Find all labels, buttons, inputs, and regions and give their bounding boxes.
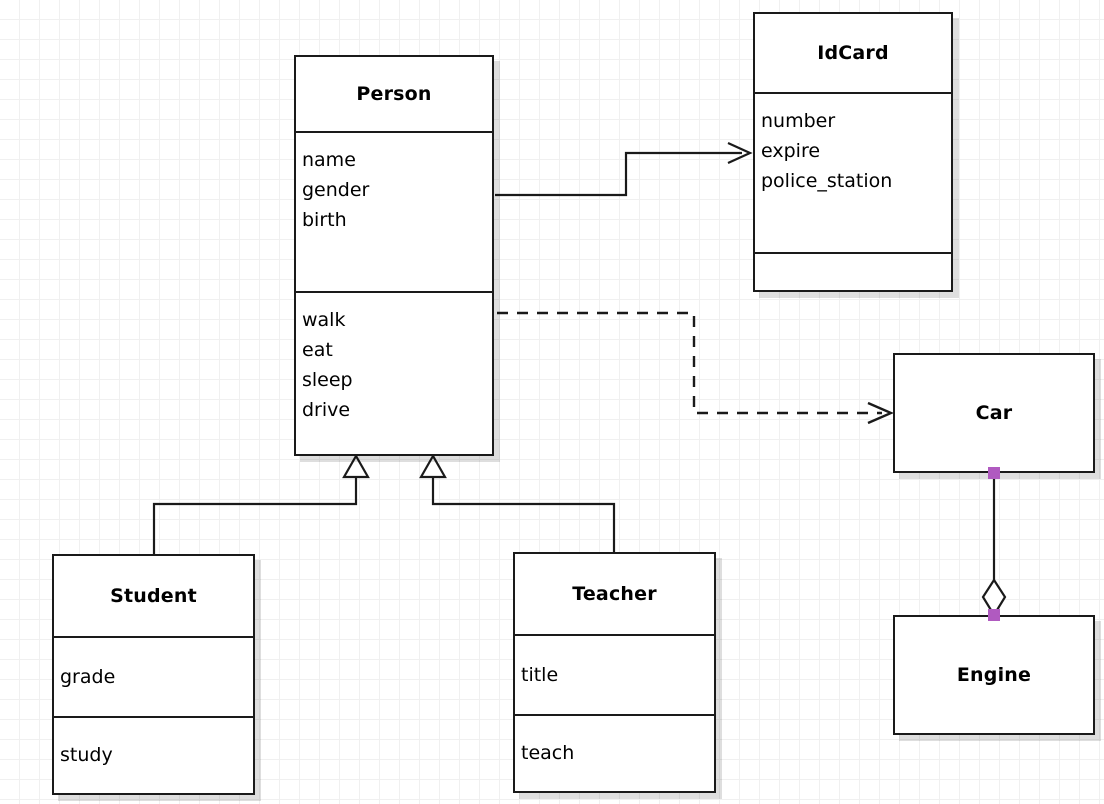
class-attributes-student: grade: [54, 636, 253, 716]
aggregation-endpoint-handle-engine[interactable]: [988, 609, 1000, 621]
class-operations-student: study: [54, 716, 253, 793]
class-name-idcard: IdCard: [817, 42, 889, 64]
class-name-person: Person: [356, 83, 432, 105]
class-operations-idcard: [755, 252, 951, 290]
class-attributes-teacher: title: [515, 634, 714, 714]
operation-study: study: [60, 744, 113, 767]
dependency-person-car[interactable]: [497, 311, 895, 425]
attribute-expire: expire: [761, 140, 821, 163]
attribute-grade: grade: [60, 665, 116, 688]
class-box-teacher[interactable]: Teacher title teach: [513, 552, 716, 793]
class-name-teacher: Teacher: [572, 583, 657, 605]
attribute-birth: birth: [302, 209, 347, 232]
class-box-car[interactable]: Car: [893, 353, 1095, 473]
class-box-student[interactable]: Student grade study: [52, 554, 255, 795]
generalization-student-person[interactable]: [152, 453, 370, 554]
class-operations-person: walk eat sleep drive: [296, 291, 492, 454]
aggregation-endpoint-handle-car[interactable]: [988, 467, 1000, 479]
class-name-car: Car: [975, 402, 1013, 424]
class-box-idcard[interactable]: IdCard number expire police_station: [753, 12, 953, 292]
attribute-title: title: [521, 663, 559, 686]
attribute-gender: gender: [302, 179, 370, 202]
class-name-engine: Engine: [956, 664, 1032, 686]
association-person-idcard[interactable]: [495, 141, 753, 197]
attribute-name: name: [302, 149, 356, 171]
open-arrow-head-icon: [867, 401, 895, 425]
class-attributes-idcard: number expire police_station: [755, 92, 951, 252]
class-box-person[interactable]: Person name gender birth walk eat sleep …: [294, 55, 494, 456]
hollow-triangle-arrow-icon: [419, 453, 447, 479]
operation-teach: teach: [521, 742, 575, 765]
operation-walk: walk: [302, 309, 346, 331]
open-arrow-head-icon: [727, 141, 753, 165]
operation-sleep: sleep: [302, 369, 353, 392]
class-operations-teacher: teach: [515, 714, 714, 791]
operation-eat: eat: [302, 339, 333, 362]
operation-drive: drive: [302, 399, 351, 422]
aggregation-car-engine[interactable]: [981, 473, 1007, 618]
class-box-engine[interactable]: Engine: [893, 615, 1095, 735]
hollow-triangle-arrow-icon: [342, 453, 370, 479]
attribute-police-station: police_station: [761, 170, 893, 193]
class-attributes-person: name gender birth: [296, 131, 492, 291]
attribute-number: number: [761, 110, 836, 132]
generalization-teacher-person[interactable]: [419, 453, 616, 552]
class-name-student: Student: [110, 585, 197, 607]
